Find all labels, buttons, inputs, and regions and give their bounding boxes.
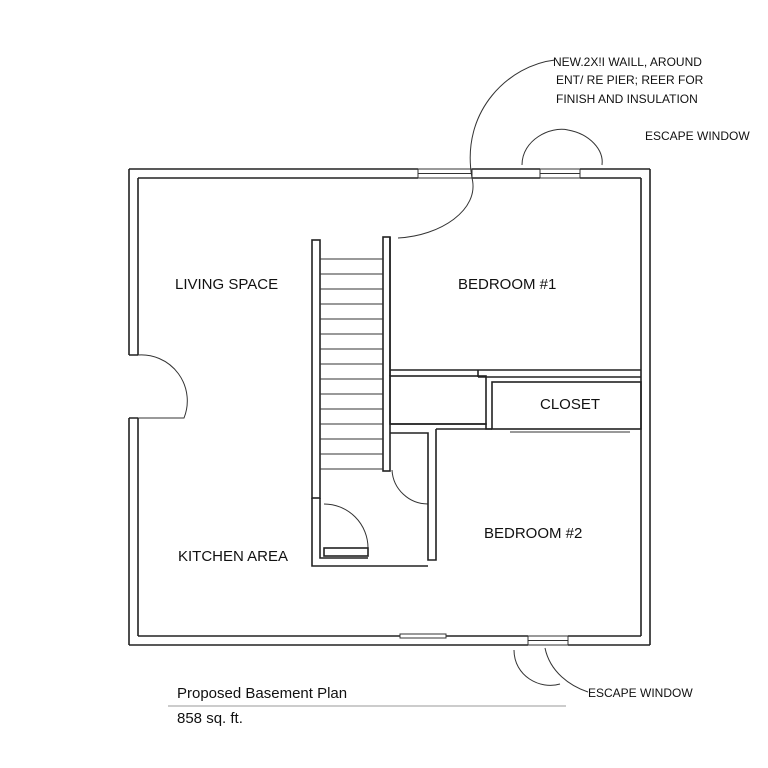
living-space-label: LIVING SPACE [175, 276, 278, 293]
door-swings [137, 59, 603, 693]
wall-note: NEW.2X!I WAILL, AROUND ENT/ RE PIER; REE… [553, 55, 704, 106]
exterior-walls [128, 168, 651, 646]
wall-note-line-3: FINISH AND INSULATION [556, 92, 698, 106]
escape-window-top-label: ESCAPE WINDOW [645, 129, 750, 143]
wall-note-line-2: ENT/ RE PIER; REER FOR [556, 73, 704, 87]
bedroom-2-label: BEDROOM #2 [484, 525, 582, 542]
plan-area: 858 sq. ft. [177, 710, 243, 727]
interior-walls [311, 237, 642, 567]
escape-window-bottom-label: ESCAPE WINDOW [588, 686, 693, 700]
closet-label: CLOSET [540, 396, 600, 413]
bottom-window [399, 633, 447, 639]
top-window-1 [417, 168, 473, 179]
bedroom-1-label: BEDROOM #1 [458, 276, 556, 293]
stair-treads [320, 258, 383, 470]
plan-caption: Proposed Basement Plan 858 sq. ft. [168, 685, 566, 727]
bottom-escape-window [527, 635, 569, 646]
kitchen-area-label: KITCHEN AREA [178, 548, 288, 565]
wall-note-line-1: NEW.2X!I WAILL, AROUND [553, 55, 702, 69]
plan-title: Proposed Basement Plan [177, 685, 347, 702]
stairway [311, 236, 391, 499]
top-escape-window [539, 168, 581, 179]
